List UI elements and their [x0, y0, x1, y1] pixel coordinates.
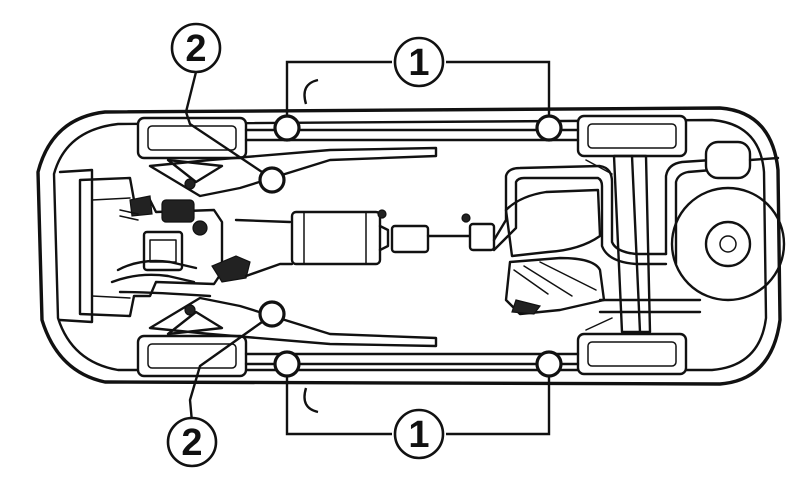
front-right-wheel — [136, 334, 248, 378]
vehicle-body-outline — [36, 106, 782, 386]
callout-1-top-label: 1 — [408, 42, 429, 84]
fuel-tank — [504, 188, 606, 316]
callout-2-top-label: 2 — [185, 28, 206, 70]
callout-2-top: 2 — [170, 22, 222, 74]
lift-point-2-left — [258, 166, 286, 194]
exhaust-system — [211, 158, 714, 283]
spare-tire — [670, 140, 786, 302]
rear-axle — [585, 154, 702, 334]
callout-1-top: 1 — [393, 36, 445, 88]
lift-point-1-front-right — [273, 350, 301, 378]
lift-point-1-rear-left — [535, 114, 563, 142]
rear-left-wheel — [576, 114, 688, 158]
front-suspension — [148, 146, 438, 348]
front-left-wheel — [136, 116, 248, 160]
callout-1-bottom-label: 1 — [408, 414, 429, 456]
lift-point-1-rear-right — [535, 350, 563, 378]
lift-point-1-front-left — [273, 114, 301, 142]
leader-lines — [184, 60, 551, 436]
lift-point-2-right — [258, 300, 286, 328]
callout-2-bottom-label: 2 — [181, 422, 202, 464]
rear-right-wheel — [576, 332, 688, 376]
callout-1-bottom: 1 — [393, 408, 445, 460]
side-sills — [244, 128, 580, 366]
engine-assembly — [78, 176, 224, 318]
callout-2-bottom: 2 — [166, 416, 218, 468]
